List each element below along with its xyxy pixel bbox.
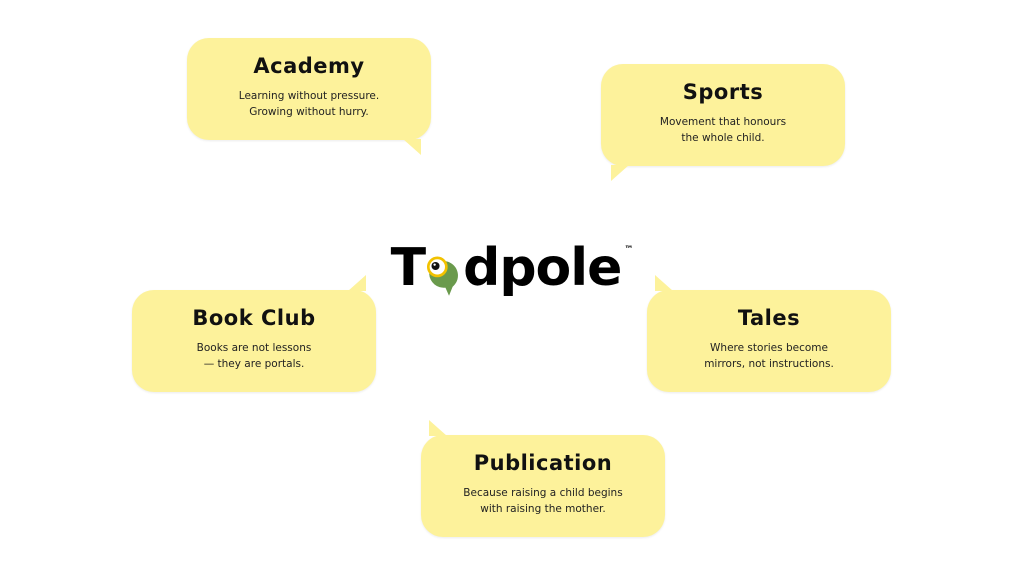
academy-bubble: Academy Learning without pressure. Growin… <box>187 38 431 155</box>
bubble-text: Learning without pressure. <box>238 90 380 102</box>
tadpole-logo: T dpole ™ <box>391 236 634 300</box>
bubble-tail <box>348 275 366 291</box>
logo-text: dpole <box>463 238 622 298</box>
bubble-text: Growing without hurry. <box>249 106 369 118</box>
bubble-title: Sports <box>682 80 764 104</box>
bubble-text: Movement that honours <box>659 116 787 128</box>
bubble-tail <box>429 420 447 436</box>
bubble-text: the whole child. <box>681 132 765 144</box>
tales-bubble: Tales Where stories become mirrors, not i… <box>647 275 891 392</box>
bubble-text: with raising the mother. <box>480 503 606 515</box>
bubble-text: — they are portals. <box>203 358 305 370</box>
logo-letter-t: T <box>390 238 426 298</box>
publication-bubble: Publication Because raising a child begi… <box>421 420 665 537</box>
bubble-title: Book Club <box>192 306 316 330</box>
bubble-title: Publication <box>473 451 613 475</box>
sports-bubble: Sports Movement that honours the whole ch… <box>601 64 845 181</box>
bubble-tail <box>655 275 673 291</box>
trademark: ™ <box>624 245 634 255</box>
bubble-tail <box>403 139 421 155</box>
bubble-tail <box>611 165 629 181</box>
bubble-title: Academy <box>253 54 365 78</box>
bubble-text: Where stories become <box>710 342 828 354</box>
book-club-bubble: Book Club Books are not lessons — they ar… <box>132 275 376 392</box>
bubble-text: Books are not lessons <box>196 342 312 354</box>
bubble-text: mirrors, not instructions. <box>704 358 834 370</box>
bubble-title: Tales <box>737 306 801 330</box>
tadpole-icon <box>427 256 459 296</box>
bubble-text: Because raising a child begins <box>463 487 623 499</box>
